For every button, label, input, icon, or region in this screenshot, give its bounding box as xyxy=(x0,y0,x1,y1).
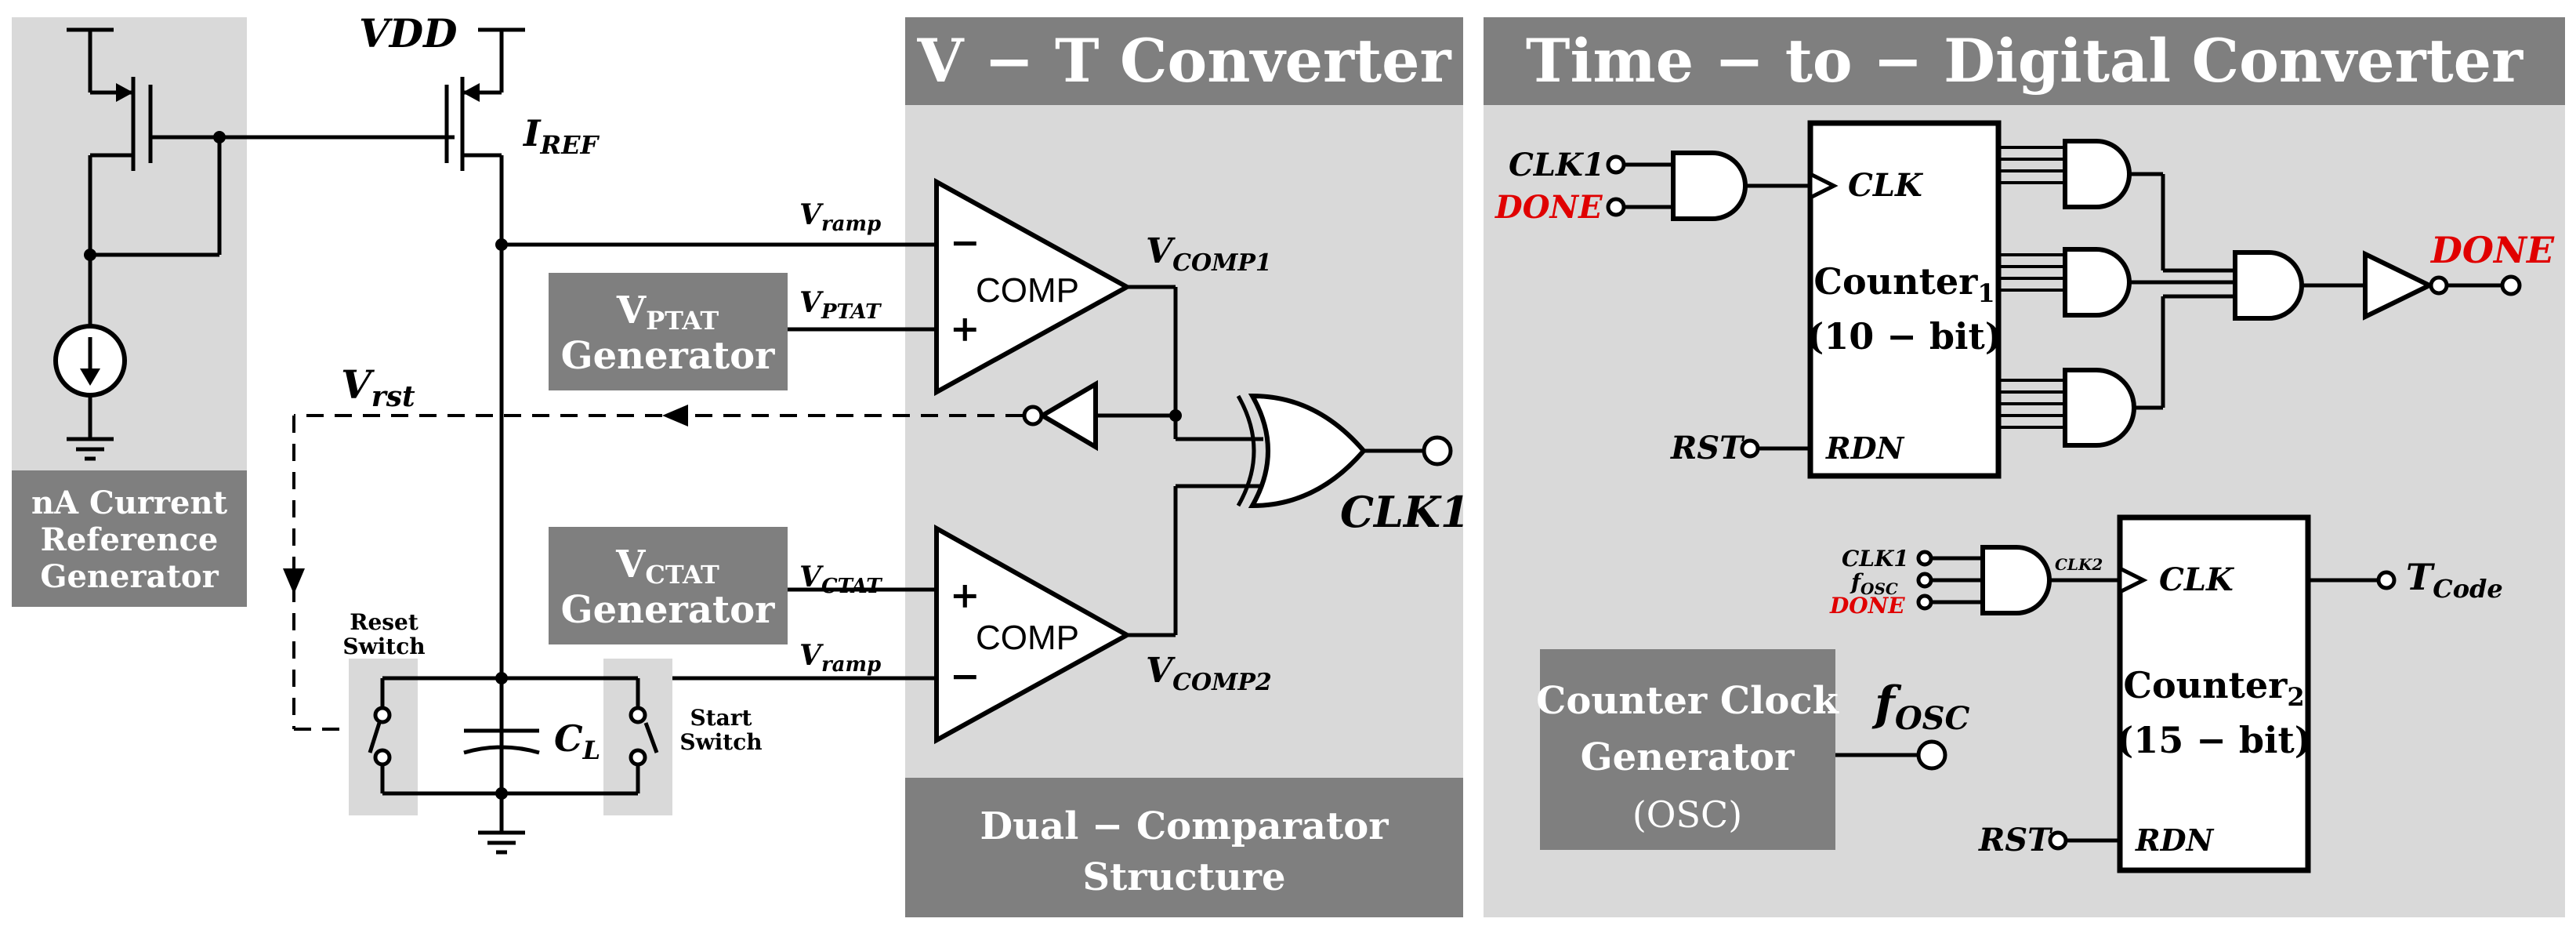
vcomp2-label: VCOMP2 xyxy=(1146,651,1272,696)
vrst-label: Vrst xyxy=(341,361,415,413)
start-switch-icon xyxy=(629,678,659,793)
tdc-and-gate-4 xyxy=(2063,368,2136,448)
tdc-rst2-label: RST xyxy=(1978,822,2053,859)
nA-reference-label-3: Generator xyxy=(40,558,219,595)
capacitor-cl: CL xyxy=(463,678,600,815)
tdc-and-gate-1 xyxy=(1671,151,1748,221)
vptat-generator-block xyxy=(549,273,788,390)
osc-label-3: (OSC) xyxy=(1632,793,1742,836)
clk2-label: CLK2 xyxy=(2055,555,2103,574)
comparator-2: + − COMP xyxy=(934,524,1132,745)
tdc-inverter-icon xyxy=(2363,250,2435,321)
reset-switch-icon xyxy=(368,678,392,793)
vctat-generator-label-2: Generator xyxy=(561,588,776,632)
counter1-clk-label: CLK xyxy=(1848,167,1924,204)
vdd-label: VDD xyxy=(359,10,458,56)
iref-label: IREF xyxy=(522,112,600,160)
comp1-label: COMP xyxy=(976,271,1079,310)
tcode-label: TCode xyxy=(2406,556,2503,604)
vctat-label: VCTAT xyxy=(799,561,882,598)
vramp-bottom-label: Vramp xyxy=(799,639,881,677)
vcomp1-label: VCOMP1 xyxy=(1146,231,1272,277)
counter1-rdn: RDN xyxy=(1825,430,1905,466)
tdc-and-gate-final xyxy=(2233,250,2304,321)
fosc-label: fOSC xyxy=(1871,677,1970,737)
start-switch-label-1: Start xyxy=(690,705,752,731)
vctat-generator-block xyxy=(549,527,788,644)
counter1-name: Counter1 xyxy=(1813,260,1994,308)
dual-comparator-label-1: Dual − Comparator xyxy=(980,804,1389,848)
counter2-name: Counter2 xyxy=(2123,664,2304,712)
reset-switch-label-1: Reset xyxy=(350,609,418,635)
vramp-top-label: Vramp xyxy=(799,198,881,236)
and2-clk1-label: CLK1 xyxy=(1842,546,1909,572)
counter2-rdn: RDN xyxy=(2135,822,2215,858)
counter1-outputs xyxy=(1998,146,2065,429)
nA-reference-label-2: Reference xyxy=(41,521,219,558)
nA-reference-label-box xyxy=(12,470,247,607)
vptat-generator-label-2: Generator xyxy=(561,334,776,378)
vt-converter-title: V − T Converter xyxy=(916,26,1451,96)
cl-label: CL xyxy=(554,717,600,765)
counter1-block xyxy=(1807,120,2002,479)
dual-comparator-label-2: Structure xyxy=(1082,855,1285,899)
vptat-label: VPTAT xyxy=(799,286,882,324)
counter2-clk-label: CLK xyxy=(2159,561,2235,598)
tdc-clk1-input-label: CLK1 xyxy=(1509,147,1605,183)
comp1-minus: − xyxy=(950,221,980,263)
comparator-1: − + COMP xyxy=(934,177,1132,397)
counter2-block xyxy=(2117,514,2311,873)
vt-converter-header xyxy=(905,17,1463,105)
clk1-output-pin xyxy=(1422,435,1453,466)
counter1-bits: (10 − bit) xyxy=(1806,315,2002,358)
inverter-icon xyxy=(1038,379,1098,452)
osc-label-1: Counter Clock xyxy=(1536,679,1839,723)
osc-generator-block xyxy=(1540,649,1835,850)
dual-comparator-box xyxy=(905,778,1463,917)
and2-done-label: DONE xyxy=(1829,593,1905,619)
xor-gate xyxy=(1236,393,1367,509)
start-switch-label-2: Switch xyxy=(679,729,762,755)
clk1-label: CLK1 xyxy=(1340,487,1469,537)
comp2-minus: − xyxy=(950,655,980,697)
tdc-and-gate-2 xyxy=(2063,139,2132,209)
vptat-generator-label-1: VPTAT xyxy=(616,289,719,336)
comp1-plus: + xyxy=(950,307,980,350)
comp2-label: COMP xyxy=(976,619,1079,657)
tdc-rst1-label: RST xyxy=(1670,430,1745,466)
tdc-done-input-label: DONE xyxy=(1495,189,1603,226)
counter2-bits: (15 − bit) xyxy=(2116,719,2311,761)
tdc-and-gate-3 xyxy=(2063,247,2132,318)
vctat-generator-label-1: VCTAT xyxy=(615,543,719,590)
nA-reference-label-1: nA Current xyxy=(31,485,228,521)
tdc-and-gate-counter2 xyxy=(1980,545,2052,615)
comp2-plus: + xyxy=(950,574,980,616)
reset-switch-label-2: Switch xyxy=(342,633,425,659)
fosc-output-pin xyxy=(1916,739,1947,771)
tdc-title: Time − to − Digital Converter xyxy=(1526,26,2523,96)
nA-reference-circuit xyxy=(53,27,226,461)
tdc-done-output-label: DONE xyxy=(2429,229,2555,271)
osc-label-2: Generator xyxy=(1581,735,1795,779)
tdc-header xyxy=(1484,17,2565,105)
vt-converter-panel xyxy=(905,17,1463,917)
